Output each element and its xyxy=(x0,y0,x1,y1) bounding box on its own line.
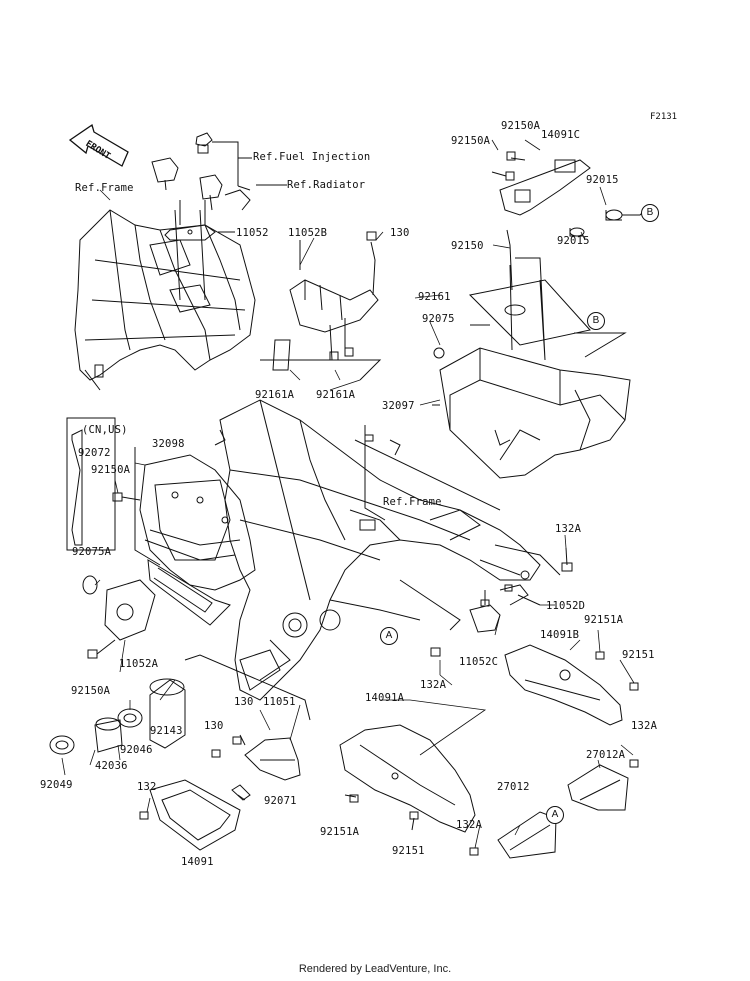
part-32098[interactable]: 32098 xyxy=(152,438,185,450)
part-132a-1[interactable]: 132A xyxy=(555,523,582,535)
duct-bearings xyxy=(49,678,186,755)
part-92161a-1[interactable]: 92161A xyxy=(255,389,295,401)
part-11052b[interactable]: 11052B xyxy=(288,227,328,239)
callout-b-right[interactable]: B xyxy=(587,312,605,330)
part-14091c[interactable]: 14091C xyxy=(541,129,581,141)
air-filter-group xyxy=(82,447,256,659)
part-11052d[interactable]: 11052D xyxy=(546,600,586,612)
sensor-group xyxy=(151,132,287,241)
part-14091b[interactable]: 14091B xyxy=(540,629,580,641)
part-130-low[interactable]: 130 xyxy=(204,720,224,732)
part-130-top[interactable]: 130 xyxy=(390,227,410,239)
part-92150[interactable]: 92150 xyxy=(451,240,484,252)
part-92150a-1[interactable]: 92150A xyxy=(501,120,541,132)
ref-frame-top[interactable]: Ref.Frame xyxy=(75,182,134,194)
battery-case xyxy=(354,229,631,521)
bracket-27012 xyxy=(469,759,639,859)
part-92049[interactable]: 92049 xyxy=(40,779,73,791)
part-92071[interactable]: 92071 xyxy=(264,795,297,807)
leader-lines xyxy=(61,139,635,849)
part-11052a[interactable]: 11052A xyxy=(119,658,159,670)
part-92150a-4[interactable]: 92150A xyxy=(71,685,111,697)
part-42036[interactable]: 42036 xyxy=(95,760,128,772)
side-cover-14091b xyxy=(504,644,639,726)
part-27012[interactable]: 27012 xyxy=(497,781,530,793)
front-arrow-icon xyxy=(68,123,129,167)
part-92150a-2[interactable]: 92150A xyxy=(451,135,491,147)
part-11051[interactable]: 11051 xyxy=(263,696,296,708)
part-132a-3[interactable]: 132A xyxy=(631,720,658,732)
part-132a-4[interactable]: 132A xyxy=(456,819,483,831)
part-32097[interactable]: 32097 xyxy=(382,400,415,412)
bracket-11052b xyxy=(260,231,382,381)
ref-frame-center[interactable]: Ref.Frame xyxy=(383,496,442,508)
cn-us-note: (CN,US) xyxy=(82,424,128,436)
part-92151a-1[interactable]: 92151A xyxy=(584,614,624,626)
part-92161[interactable]: 92161 xyxy=(418,291,451,303)
part-14091[interactable]: 14091 xyxy=(181,856,214,868)
part-132a-2[interactable]: 132A xyxy=(420,679,447,691)
part-130-mid[interactable]: 130 xyxy=(234,696,254,708)
part-92075[interactable]: 92075 xyxy=(422,313,455,325)
battery-holder-14091c xyxy=(491,151,646,237)
bracket-11051 xyxy=(184,654,311,781)
part-92150a-3[interactable]: 92150A xyxy=(91,464,131,476)
callout-a-right[interactable]: A xyxy=(546,806,564,824)
part-92151a-2[interactable]: 92151A xyxy=(320,826,360,838)
frame-top-left-drawing xyxy=(74,209,256,391)
part-11052[interactable]: 11052 xyxy=(236,227,269,239)
ref-fuel-injection[interactable]: Ref.Fuel Injection xyxy=(253,151,371,163)
part-27012a[interactable]: 27012A xyxy=(586,749,626,761)
part-92161a-2[interactable]: 92161A xyxy=(316,389,356,401)
footer-credit: Rendered by LeadVenture, Inc. xyxy=(298,963,452,975)
part-132[interactable]: 132 xyxy=(137,781,157,793)
part-11052c[interactable]: 11052C xyxy=(459,656,499,668)
diagram-code: F2131 xyxy=(650,112,678,122)
part-92151[interactable]: 92151 xyxy=(622,649,655,661)
cover-14091 xyxy=(139,779,251,851)
callout-a-left[interactable]: A xyxy=(380,627,398,645)
main-frame-drawing xyxy=(214,399,561,701)
part-92075a[interactable]: 92075A xyxy=(72,546,112,558)
part-92072[interactable]: 92072 xyxy=(78,447,111,459)
callout-b-top[interactable]: B xyxy=(641,204,659,222)
part-92015-2[interactable]: 92015 xyxy=(557,235,590,247)
label-plate-92072 xyxy=(66,417,116,551)
ref-radiator[interactable]: Ref.Radiator xyxy=(287,179,366,191)
part-92046[interactable]: 92046 xyxy=(120,744,153,756)
brackets-11052c-d xyxy=(430,547,573,657)
part-92015-1[interactable]: 92015 xyxy=(586,174,619,186)
part-92143[interactable]: 92143 xyxy=(150,725,183,737)
part-92151-low[interactable]: 92151 xyxy=(392,845,425,857)
part-14091a[interactable]: 14091A xyxy=(365,692,405,704)
side-cover-14091a xyxy=(339,724,476,833)
